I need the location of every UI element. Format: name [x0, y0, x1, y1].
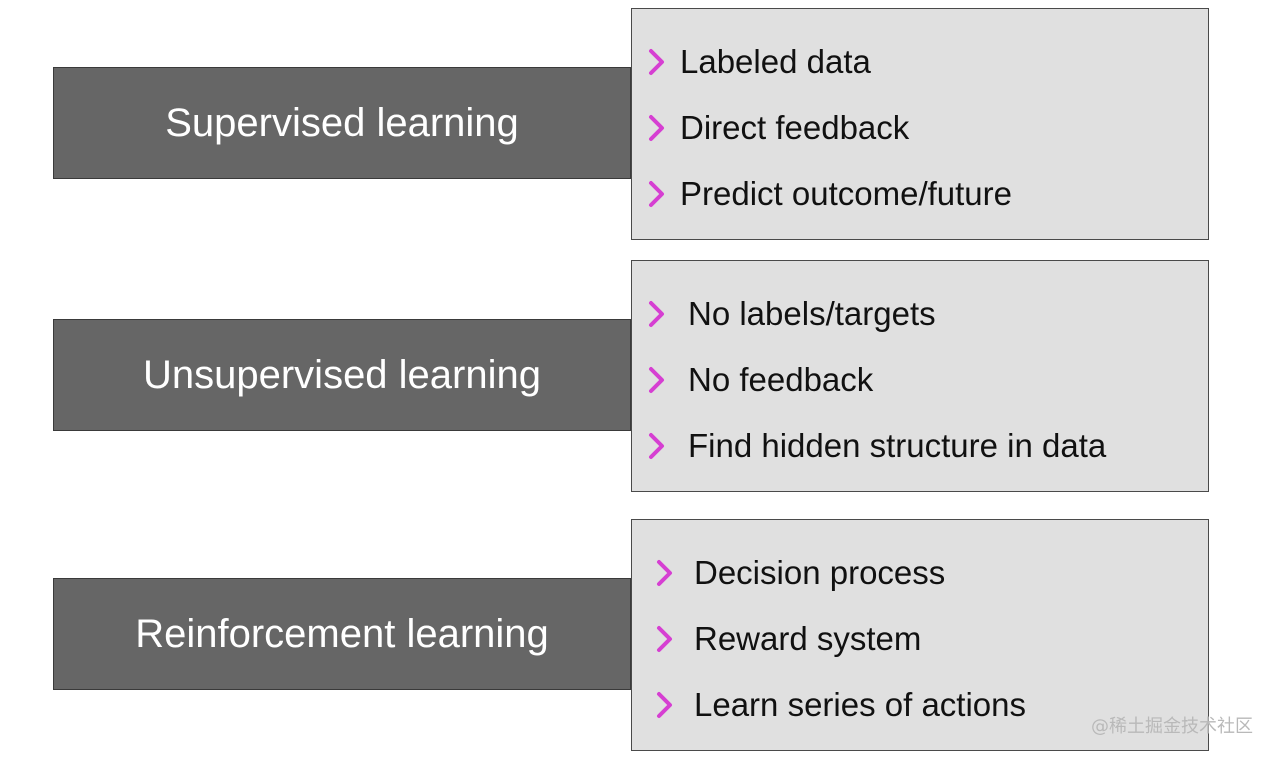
- detail-box-supervised: Labeled data Direct feedback Predict out…: [631, 8, 1209, 240]
- category-title: Reinforcement learning: [135, 611, 549, 656]
- category-title: Unsupervised learning: [142, 352, 541, 397]
- bullet-text: Predict outcome/future: [680, 175, 1012, 212]
- bullet-text: Reward system: [694, 620, 922, 657]
- category-label-reinforcement: Reinforcement learning: [53, 578, 631, 690]
- bullet-item: Find hidden structure in data: [648, 427, 1106, 465]
- bullet-item: Decision process: [656, 554, 945, 592]
- chevron-right-icon: [649, 115, 664, 141]
- chevron-right-icon: [649, 49, 664, 75]
- bullet-item: Direct feedback: [648, 109, 909, 147]
- bullet-text: Learn series of actions: [694, 686, 1027, 723]
- bullet-item: Labeled data: [648, 43, 871, 81]
- bullet-text: No feedback: [688, 361, 874, 398]
- bullet-text: No labels/targets: [688, 295, 936, 332]
- chevron-right-icon: [649, 301, 664, 327]
- category-title: Supervised learning: [165, 100, 519, 145]
- category-label-unsupervised: Unsupervised learning: [53, 319, 631, 431]
- watermark: @稀土掘金技术社区: [1091, 716, 1253, 737]
- bullet-text: Labeled data: [680, 43, 871, 80]
- bullet-text: Decision process: [694, 554, 946, 591]
- bullet-text: Find hidden structure in data: [688, 427, 1107, 464]
- bullet-item: Learn series of actions: [656, 686, 1026, 724]
- chevron-right-icon: [657, 626, 672, 652]
- bullet-item: No labels/targets: [648, 295, 936, 333]
- detail-box-unsupervised: No labels/targets No feedback Find hidde…: [631, 260, 1209, 492]
- bullet-item: No feedback: [648, 361, 873, 399]
- chevron-right-icon: [649, 367, 664, 393]
- chevron-right-icon: [649, 181, 664, 207]
- chevron-right-icon: [657, 560, 672, 586]
- bullet-text: Direct feedback: [680, 109, 910, 146]
- bullet-item: Reward system: [656, 620, 921, 658]
- chevron-right-icon: [657, 692, 672, 718]
- detail-box-reinforcement: Decision process Reward system Learn ser…: [631, 519, 1209, 751]
- category-label-supervised: Supervised learning: [53, 67, 631, 179]
- bullet-item: Predict outcome/future: [648, 175, 1012, 213]
- chevron-right-icon: [649, 433, 664, 459]
